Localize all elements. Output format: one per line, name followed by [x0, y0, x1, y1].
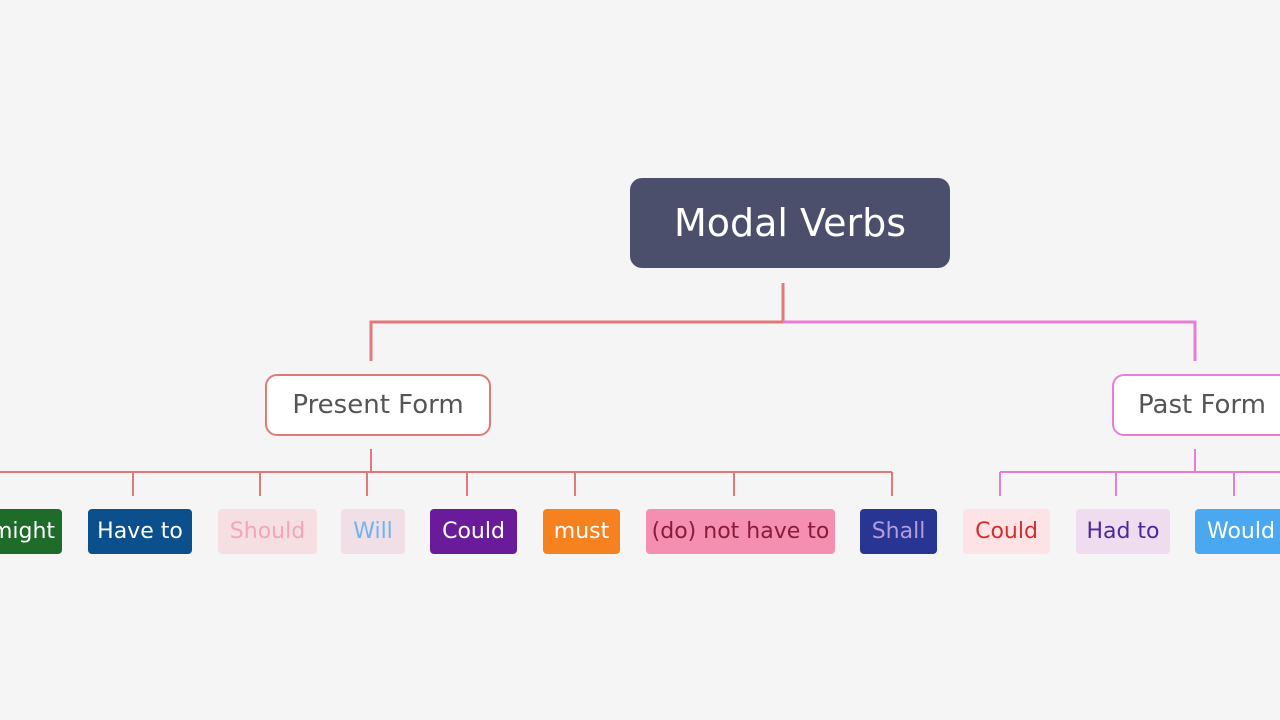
leaf-would[interactable]: Would [1195, 509, 1280, 554]
leaf-label: (do) not have to [651, 519, 830, 544]
leaf-could-past[interactable]: Could [963, 509, 1050, 554]
leaf-label: must [553, 519, 610, 544]
branch-label: Present Form [292, 390, 464, 420]
root-node[interactable]: Modal Verbs [630, 178, 950, 268]
leaf-label: might [0, 519, 56, 544]
leaf-label: Could [975, 519, 1038, 544]
branch-past-form[interactable]: Past Form [1112, 374, 1280, 436]
leaf-do-not-have-to[interactable]: (do) not have to [646, 509, 835, 554]
leaf-might[interactable]: might [0, 509, 62, 554]
leaf-could-present[interactable]: Could [430, 509, 517, 554]
leaf-label: Could [442, 519, 505, 544]
branch-label: Past Form [1138, 390, 1266, 420]
root-label: Modal Verbs [673, 201, 907, 245]
connector-past-leaves [999, 449, 1280, 496]
connector-root-present [369, 283, 785, 361]
connector-root-past [783, 320, 1197, 361]
leaf-label: Had to [1086, 519, 1160, 544]
leaf-have-to[interactable]: Have to [88, 509, 192, 554]
leaf-had-to[interactable]: Had to [1076, 509, 1170, 554]
leaf-shall[interactable]: Shall [860, 509, 937, 554]
leaf-will[interactable]: Will [341, 509, 405, 554]
branch-present-form[interactable]: Present Form [265, 374, 491, 436]
leaf-should[interactable]: Should [218, 509, 317, 554]
leaf-label: Shall [871, 519, 926, 544]
leaf-label: Should [229, 519, 306, 544]
leaf-label: Would [1207, 519, 1275, 544]
connector-present-leaves [0, 449, 893, 496]
leaf-must[interactable]: must [543, 509, 620, 554]
leaf-label: Have to [97, 519, 183, 544]
leaf-label: Will [353, 519, 393, 544]
